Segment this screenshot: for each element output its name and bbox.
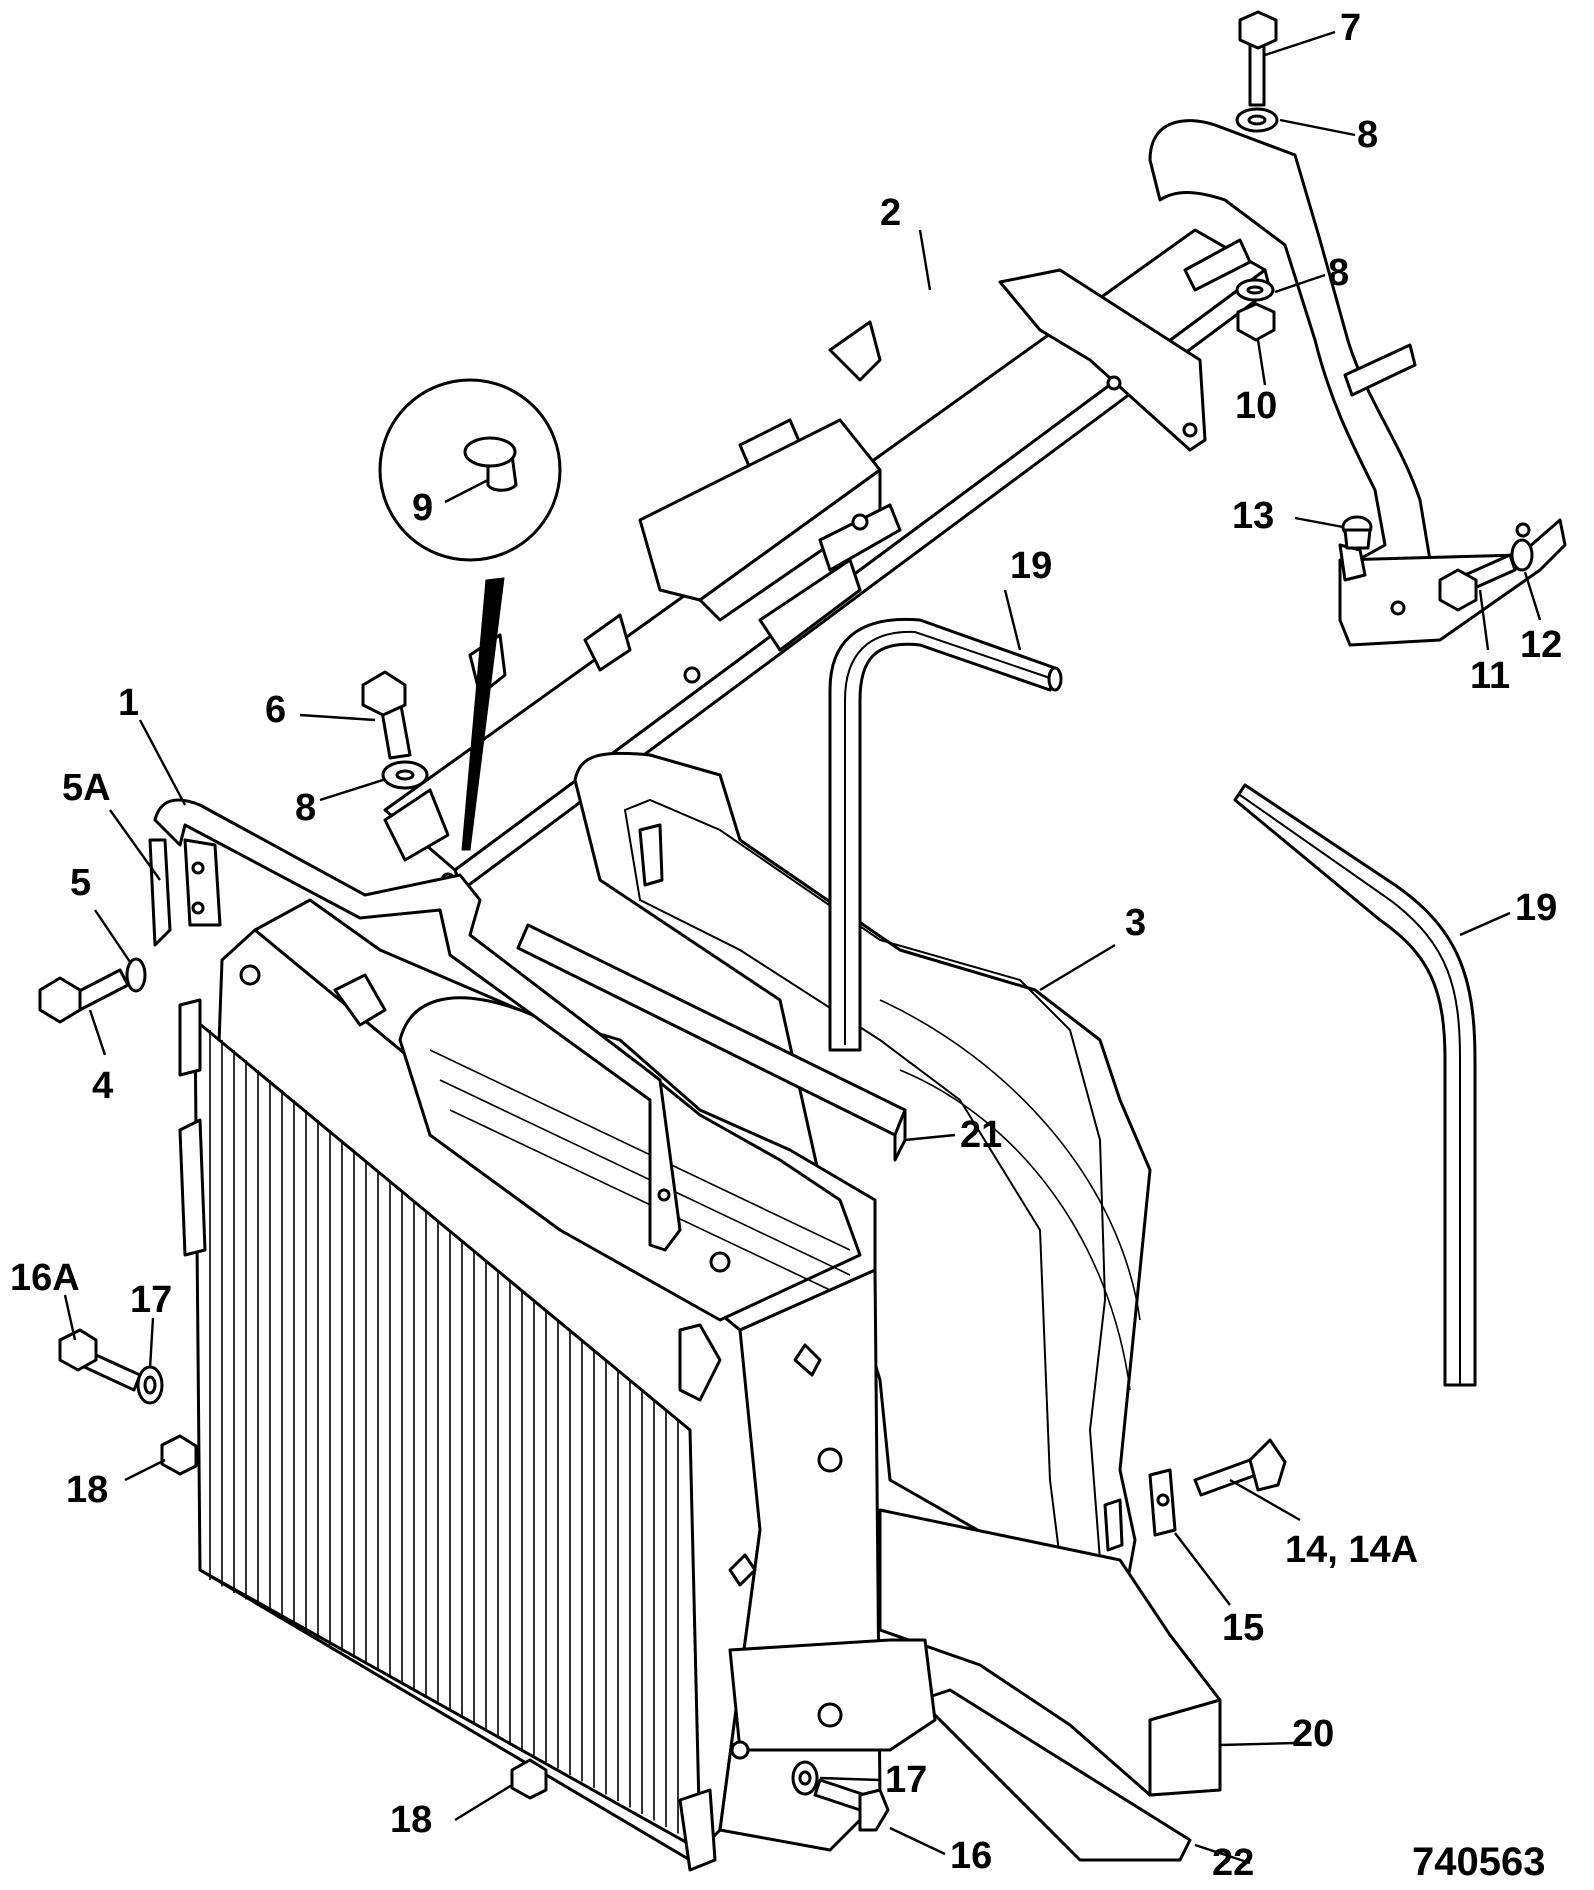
- nut-18-bottom: [510, 1758, 548, 1800]
- radiator-core: [178, 898, 937, 1872]
- callout-15: 15: [1222, 1607, 1264, 1649]
- radiator-fins: [209, 1030, 679, 1834]
- callout-5a: 5A: [62, 767, 111, 809]
- seal-strip-side: [1233, 783, 1477, 1387]
- insert-13: [1341, 515, 1373, 550]
- callout-8-right: 8: [1328, 252, 1349, 294]
- callout-labels: 1 2 3 4 5 5A 6 7 8 8 8 9 10 11 12 13 14,…: [10, 7, 1562, 1884]
- callout-1: 1: [118, 682, 139, 724]
- callout-4: 4: [92, 1065, 113, 1107]
- callout-7: 7: [1340, 7, 1361, 49]
- callout-8-left: 8: [295, 787, 316, 829]
- callout-16: 16: [950, 1835, 992, 1877]
- bolt-6: [361, 670, 412, 760]
- bolt-16a: [58, 1328, 142, 1392]
- callout-18-bottom: 18: [390, 1799, 432, 1841]
- callout-22: 22: [1212, 1842, 1254, 1884]
- washer-12: [1510, 538, 1534, 572]
- washer-8-right: [1235, 278, 1275, 302]
- seal-strip-upper: [828, 617, 1063, 1052]
- callout-13: 13: [1232, 495, 1274, 537]
- bolt-14: [1193, 1438, 1287, 1497]
- callout-10: 10: [1235, 385, 1277, 427]
- callout-20: 20: [1292, 1713, 1334, 1755]
- washer-8-top: [1235, 107, 1279, 133]
- callout-12: 12: [1520, 624, 1562, 666]
- bolt-4: [38, 968, 130, 1024]
- callout-8-top: 8: [1357, 114, 1378, 156]
- callout-21: 21: [960, 1114, 1002, 1156]
- callout-6: 6: [265, 689, 286, 731]
- drawing-number: 740563: [1412, 1840, 1545, 1884]
- washer-8-lower: [381, 760, 429, 790]
- callout-2: 2: [880, 192, 901, 234]
- lower-foam-block: [878, 1508, 1222, 1797]
- nut-10: [1236, 302, 1276, 342]
- insert-9: [378, 378, 562, 851]
- callout-14-14a: 14, 14A: [1285, 1529, 1418, 1571]
- callout-16a: 16A: [10, 1257, 80, 1299]
- washer-17-left: [136, 1365, 164, 1405]
- callout-19-side: 19: [1515, 887, 1557, 929]
- plate-15: [1148, 1468, 1177, 1537]
- bolt-7: [1238, 10, 1278, 107]
- callout-17-bottom: 17: [885, 1759, 927, 1801]
- callout-5: 5: [70, 862, 91, 904]
- lower-foam-strip: [918, 1688, 1192, 1862]
- bolt-16: [813, 1778, 890, 1832]
- callout-18-left: 18: [66, 1469, 108, 1511]
- upper-support-frame: [383, 119, 1567, 892]
- bolt-11: [1438, 553, 1517, 612]
- callout-3: 3: [1125, 902, 1146, 944]
- radiator-top-bracket: [148, 798, 682, 1252]
- callout-11: 11: [1470, 655, 1510, 697]
- washer-17-bottom: [791, 1760, 819, 1796]
- callout-19-top: 19: [1010, 545, 1052, 587]
- leader-lines: [63, 30, 1542, 1865]
- washer-5: [125, 957, 147, 993]
- callout-17-left: 17: [130, 1279, 172, 1321]
- nut-18-left: [160, 1434, 198, 1476]
- callout-9: 9: [412, 487, 433, 529]
